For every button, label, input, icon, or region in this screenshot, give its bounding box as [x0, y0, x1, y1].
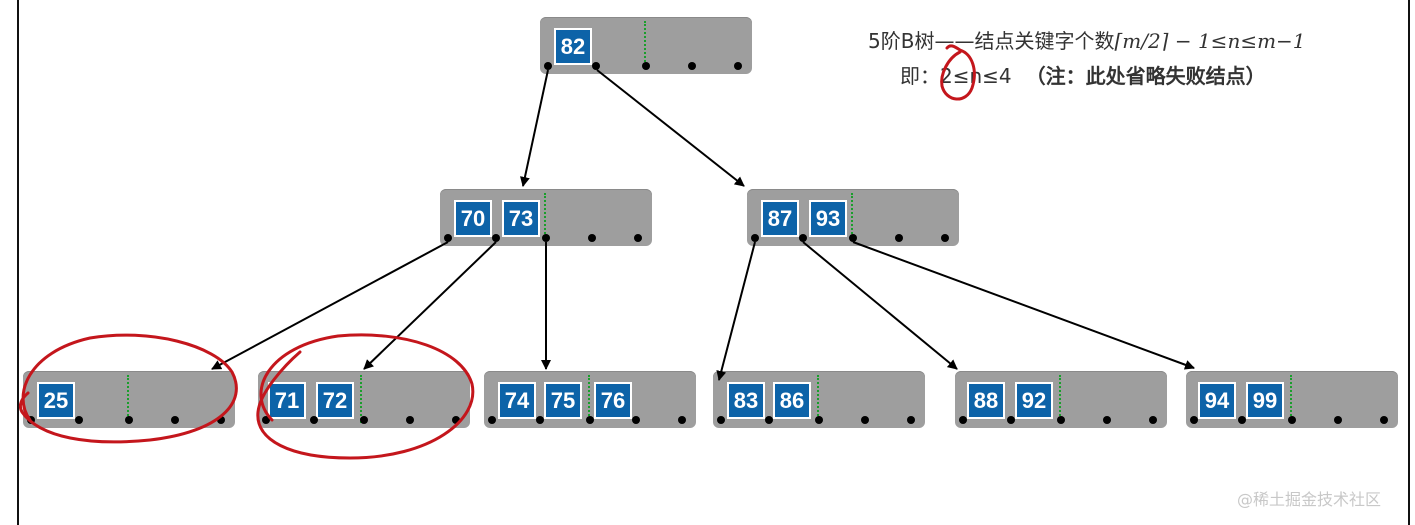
pointer-dot: [75, 416, 83, 424]
pointer-dot: [27, 416, 35, 424]
note-prefix: 5阶B树——结点关键字个数: [868, 29, 1115, 53]
pointer-dot: [717, 416, 725, 424]
leaf-node: 83 86: [713, 371, 925, 428]
divider: [544, 193, 546, 241]
note-formula: ⌈m/2⌉ − 1≤n≤m−1: [1114, 29, 1306, 53]
note-line2-prefix: 即：: [900, 64, 940, 88]
pointer-dot: [262, 416, 270, 424]
pointer-dot: [217, 416, 225, 424]
pointer-dot: [799, 234, 807, 242]
note-range: 2≤n≤4: [940, 64, 1012, 88]
divider: [851, 193, 853, 241]
pointer-dot: [536, 416, 544, 424]
key-box: 86: [773, 382, 811, 419]
key-box: 93: [809, 200, 847, 237]
pointer-dot: [642, 62, 650, 70]
internal-node: 87 93: [747, 189, 959, 246]
watermark: @稀土掘金技术社区: [1237, 490, 1382, 509]
edge-arrow: [520, 69, 549, 187]
pointer-dot: [586, 416, 594, 424]
pointer-dot: [592, 62, 600, 70]
key-box: 82: [554, 28, 592, 65]
pointer-dot: [125, 416, 133, 424]
key-box: 72: [316, 382, 354, 419]
divider: [1059, 375, 1061, 423]
pointer-dot: [849, 234, 857, 242]
pointer-dot: [632, 416, 640, 424]
note-omission: （注：此处省略失败结点）: [1025, 64, 1266, 88]
pointer-dot: [941, 234, 949, 242]
key-box: 75: [544, 382, 582, 419]
pointer-dot: [452, 416, 460, 424]
pointer-dot: [1190, 416, 1198, 424]
pointer-dot: [734, 62, 742, 70]
edge-arrow: [716, 241, 756, 381]
divider: [817, 375, 819, 423]
key-box: 25: [37, 382, 75, 419]
frame-right-border: [1408, 0, 1410, 525]
pointer-dot: [588, 234, 596, 242]
pointer-dot: [1288, 416, 1296, 424]
key-box: 99: [1246, 382, 1284, 419]
pointer-dot: [1103, 416, 1111, 424]
frame-left-border: [17, 0, 19, 525]
pointer-dot: [678, 416, 686, 424]
leaf-node: 94 99: [1186, 371, 1398, 428]
edge-arrow: [363, 241, 497, 370]
key-box: 73: [502, 200, 540, 237]
edge-arrow: [211, 241, 449, 370]
divider: [1290, 375, 1292, 423]
pointer-dot: [1380, 416, 1388, 424]
pointer-dot: [544, 62, 552, 70]
key-box: 70: [454, 200, 492, 237]
edge-arrow: [802, 241, 958, 370]
pointer-dot: [1149, 416, 1157, 424]
pointer-dot: [895, 234, 903, 242]
key-box: 74: [498, 382, 536, 419]
key-box: 76: [594, 382, 632, 419]
leaf-node: 25: [23, 371, 235, 428]
pointer-dot: [488, 416, 496, 424]
pointer-dot: [861, 416, 869, 424]
leaf-node: 88 92: [955, 371, 1167, 428]
leaf-node: 71 72: [258, 371, 470, 428]
key-box: 94: [1198, 382, 1236, 419]
pointer-dot: [751, 234, 759, 242]
pointer-dot: [1238, 416, 1246, 424]
pointer-dot: [634, 234, 642, 242]
key-box: 71: [268, 382, 306, 419]
pointer-dot: [406, 416, 414, 424]
pointer-dot: [765, 416, 773, 424]
key-box: 88: [967, 382, 1005, 419]
internal-node: 70 73: [440, 189, 652, 246]
key-box: 87: [761, 200, 799, 237]
edge-arrow: [852, 241, 1195, 370]
pointer-dot: [907, 416, 915, 424]
divider: [588, 375, 590, 423]
pointer-dot: [1334, 416, 1342, 424]
edge-arrow: [596, 69, 745, 187]
note-line-1: 5阶B树——结点关键字个数⌈m/2⌉ − 1≤n≤m−1: [868, 24, 1306, 58]
pointer-dot: [542, 234, 550, 242]
pointer-dot: [171, 416, 179, 424]
key-box: 83: [727, 382, 765, 419]
divider: [644, 21, 646, 69]
pointer-dot: [360, 416, 368, 424]
note-line-2: 即：2≤n≤4 （注：此处省略失败结点）: [900, 59, 1266, 93]
pointer-dot: [815, 416, 823, 424]
pointer-dot: [492, 234, 500, 242]
leaf-node: 74 75 76: [484, 371, 696, 428]
pointer-dot: [1057, 416, 1065, 424]
pointer-dot: [688, 62, 696, 70]
root-node: 82: [540, 17, 752, 74]
pointer-dot: [444, 234, 452, 242]
key-box: 92: [1015, 382, 1053, 419]
pointer-dot: [310, 416, 318, 424]
pointer-dot: [959, 416, 967, 424]
pointer-dot: [1007, 416, 1015, 424]
